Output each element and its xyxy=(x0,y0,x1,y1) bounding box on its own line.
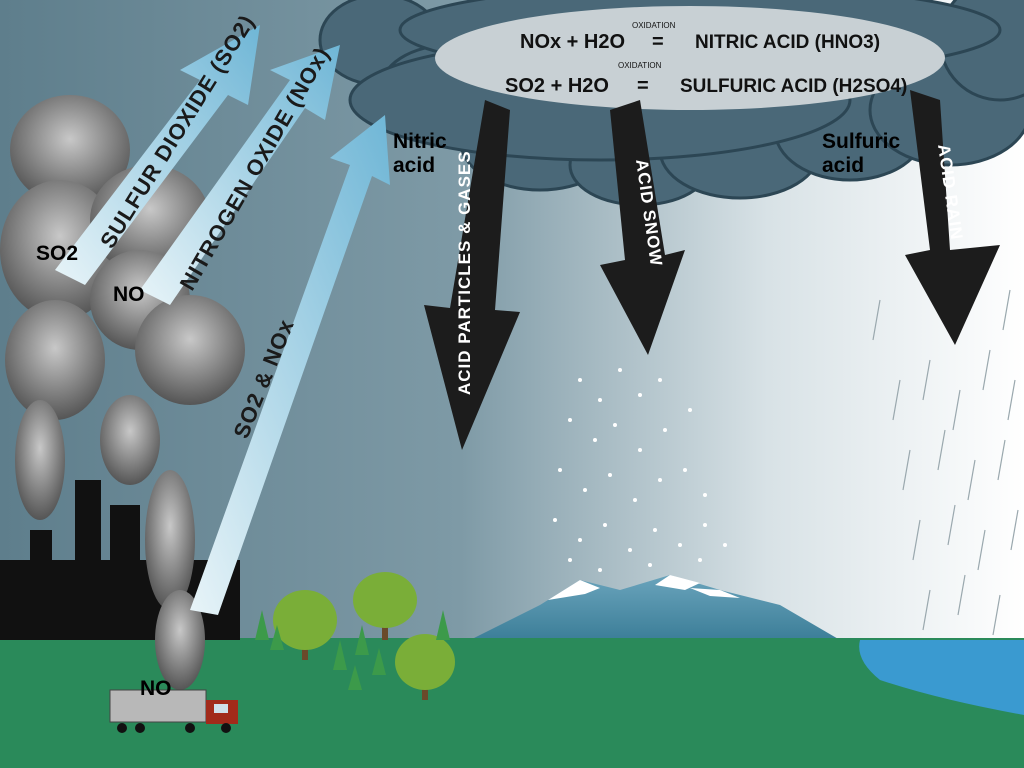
label-acid-particles: ACID PARTICLES & GASES xyxy=(455,150,474,395)
eq1-equals: = xyxy=(652,31,664,53)
nitric-line2: acid xyxy=(393,154,436,177)
snow-dots xyxy=(553,368,727,572)
arrow-acid-rain xyxy=(905,90,1000,345)
eq1-right: NITRIC ACID (HNO3) xyxy=(695,32,880,53)
sulfuric-line1: Sulfuric xyxy=(822,130,901,153)
rain-streaks xyxy=(872,289,1019,636)
eq2-equals: = xyxy=(637,75,649,97)
label-no-smoke: NO xyxy=(113,283,145,306)
arrow-sulfur-dioxide xyxy=(55,25,260,285)
eq1-oxidation: OXIDATION xyxy=(632,21,676,30)
equation-cloud xyxy=(435,6,945,110)
arrow-acid-particles xyxy=(424,100,520,450)
trees xyxy=(255,572,455,700)
arrow-acid-snow xyxy=(600,100,685,355)
nitric-line1: Nitric xyxy=(393,130,447,153)
mountains xyxy=(470,575,840,640)
label-no-truck: NO xyxy=(140,677,172,700)
truck xyxy=(109,689,238,733)
equations: NOx + H2O OXIDATION = NITRIC ACID (HNO3)… xyxy=(505,21,907,97)
up-arrows: SULFUR DIOXIDE (SO2) NITROGEN OXIDE (NOx… xyxy=(55,10,390,615)
label-sulfuric-acid: Sulfuric acid xyxy=(822,130,900,178)
eq2-left: SO2 + H2O xyxy=(505,75,609,97)
lake xyxy=(859,640,1024,715)
down-arrows: ACID PARTICLES & GASES ACID SNOW ACID RA… xyxy=(424,90,1000,450)
sulfuric-line2: acid xyxy=(822,154,865,177)
eq2-right: SULFURIC ACID (H2SO4) xyxy=(680,76,907,97)
label-nitric-acid: Nitric acid xyxy=(393,130,447,178)
label-so2: SO2 xyxy=(36,242,79,265)
arrow-nitrogen-oxide xyxy=(140,45,340,305)
eq1-left: NOx + H2O xyxy=(520,31,625,53)
arrow-so2-nox xyxy=(190,115,390,615)
eq2-oxidation: OXIDATION xyxy=(618,61,662,70)
